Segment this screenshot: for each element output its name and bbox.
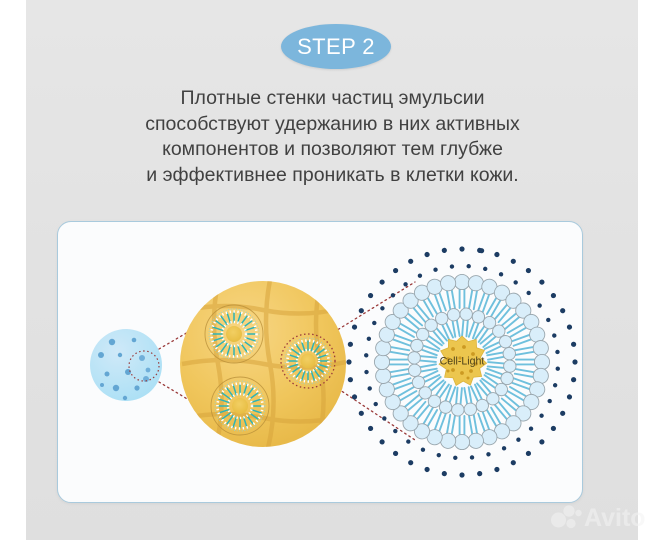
micelle-small-b xyxy=(210,376,270,436)
core-label: Cell-Light xyxy=(440,355,485,367)
droplet-zoom-marker xyxy=(128,350,160,382)
emulsion-particle xyxy=(180,281,346,447)
headline-text: Плотные стенки частиц эмульсии способств… xyxy=(46,86,619,188)
diagram-svg: Cell-Light xyxy=(90,246,578,478)
outer-dot-ring xyxy=(346,246,578,478)
headline-line-2: способствуют удержанию в них активных xyxy=(145,112,520,135)
headline-line-1: Плотные стенки частиц эмульсии xyxy=(180,87,485,109)
avito-mark-icon xyxy=(551,505,582,529)
droplet-particles xyxy=(98,337,151,401)
inner-leaflet xyxy=(407,307,517,417)
emulsion-droplet xyxy=(90,329,162,401)
particle-grid xyxy=(181,281,346,447)
inner-dot-ring xyxy=(364,264,560,460)
core-star-shape xyxy=(438,335,488,386)
step-badge: STEP 2 xyxy=(281,24,391,69)
avito-watermark: Avito xyxy=(549,500,653,532)
avito-wordmark: Avito xyxy=(584,504,646,532)
micelle-small-a xyxy=(204,304,264,364)
outer-leaflet xyxy=(373,273,551,451)
diagram-stage: Cell-Light xyxy=(58,222,582,502)
avito-logo-icon: Avito xyxy=(551,504,646,532)
headline-line-4: и эффективнее проникать в клетки кожи. xyxy=(146,163,519,186)
micelle-small-highlighted xyxy=(280,333,336,389)
core-particles xyxy=(446,345,478,380)
headline-line-3: компонентов и позволяют тем глубже xyxy=(162,138,503,160)
active-core: Cell-Light xyxy=(438,335,488,386)
diagram-card: Cell-Light xyxy=(57,221,583,503)
step-badge-label: STEP 2 xyxy=(297,33,375,59)
micelle-detail: Cell-Light xyxy=(346,246,578,478)
